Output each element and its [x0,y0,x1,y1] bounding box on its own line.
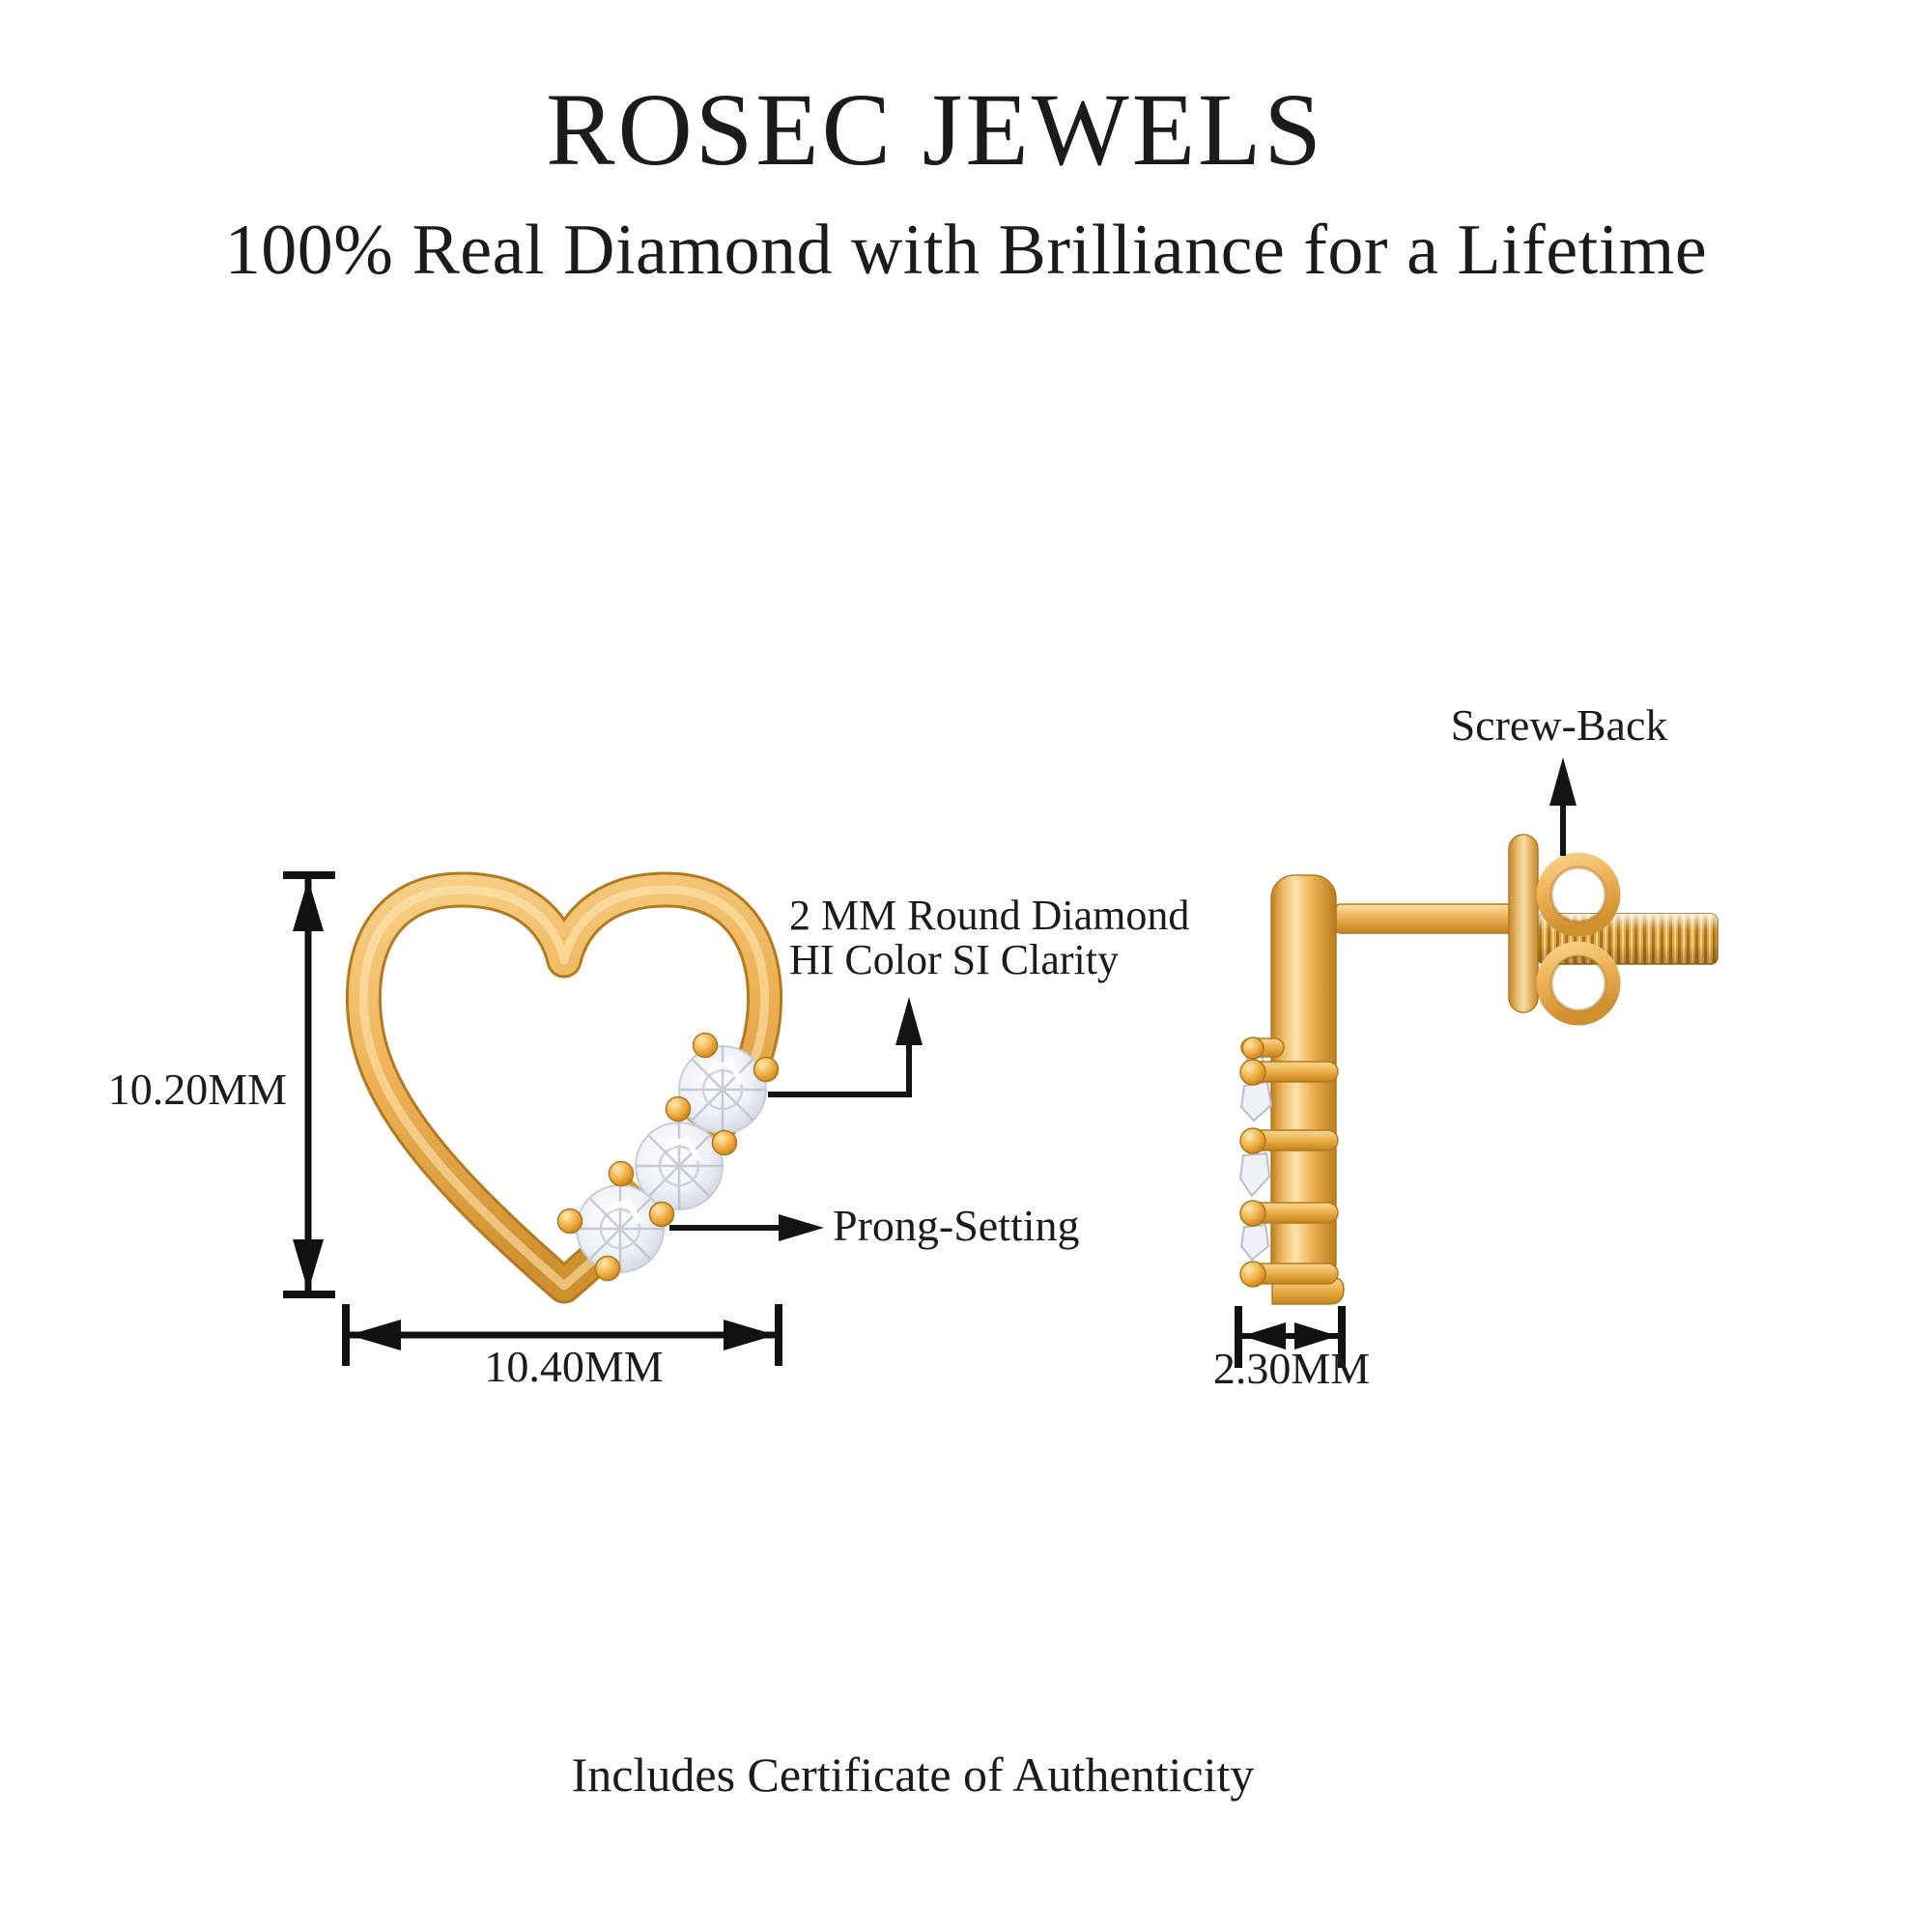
round-diamond-3 [577,1185,664,1272]
diamond-spec-line1: 2 MM Round Diamond [789,892,1190,939]
width-dimension-label: 10.40MM [484,1342,664,1391]
dimension-arrow-right-icon [724,1320,776,1350]
side-prong-ridges [1239,1037,1339,1288]
page-subtitle: 100% Real Diamond with Brilliance for a … [224,211,1708,290]
heart-band-highlight [358,885,770,1291]
heart-earring-front-view [345,871,783,1304]
stud-post [1335,903,1520,934]
heart-earring-side-view [1238,834,1719,1305]
round-diamond-1 [679,1046,766,1133]
dimension-arrow-up-icon [293,879,324,931]
height-dimension [283,871,335,1298]
dimension-arrow-left-icon [349,1320,401,1350]
width-dimension [342,1304,782,1366]
dimension-arrow-left-icon [1242,1322,1286,1350]
back-disc [1508,834,1539,1013]
butterfly-clasp [1536,852,1621,1026]
thickness-dimension [1235,1306,1346,1368]
screw-back-label: Screw-Back [1450,700,1668,750]
prong-setting-label: Prong-Setting [833,1201,1080,1250]
callout-arrow-up-icon [1549,757,1577,806]
callout-arrow-right-icon [779,1214,824,1241]
thickness-dimension-label: 2.30MM [1212,1344,1371,1393]
diamond-callout-arrow [768,997,923,1097]
callout-arrow-up-icon [895,997,923,1045]
diamond-spec-line2: HI Color SI Clarity [789,935,1119,983]
height-dimension-label: 10.20MM [107,1065,287,1114]
screwback-callout-arrow [1549,757,1577,856]
dimension-arrow-down-icon [293,1239,324,1292]
prong-callout-arrow [669,1214,824,1241]
page-title: ROSEC JEWELS [546,73,1324,187]
dimension-arrow-right-icon [1294,1322,1338,1350]
certificate-note: Includes Certificate of Authenticity [571,1747,1255,1802]
diamond-spec-label: 2 MM Round Diamond HI Color SI Clarity [789,894,1189,982]
